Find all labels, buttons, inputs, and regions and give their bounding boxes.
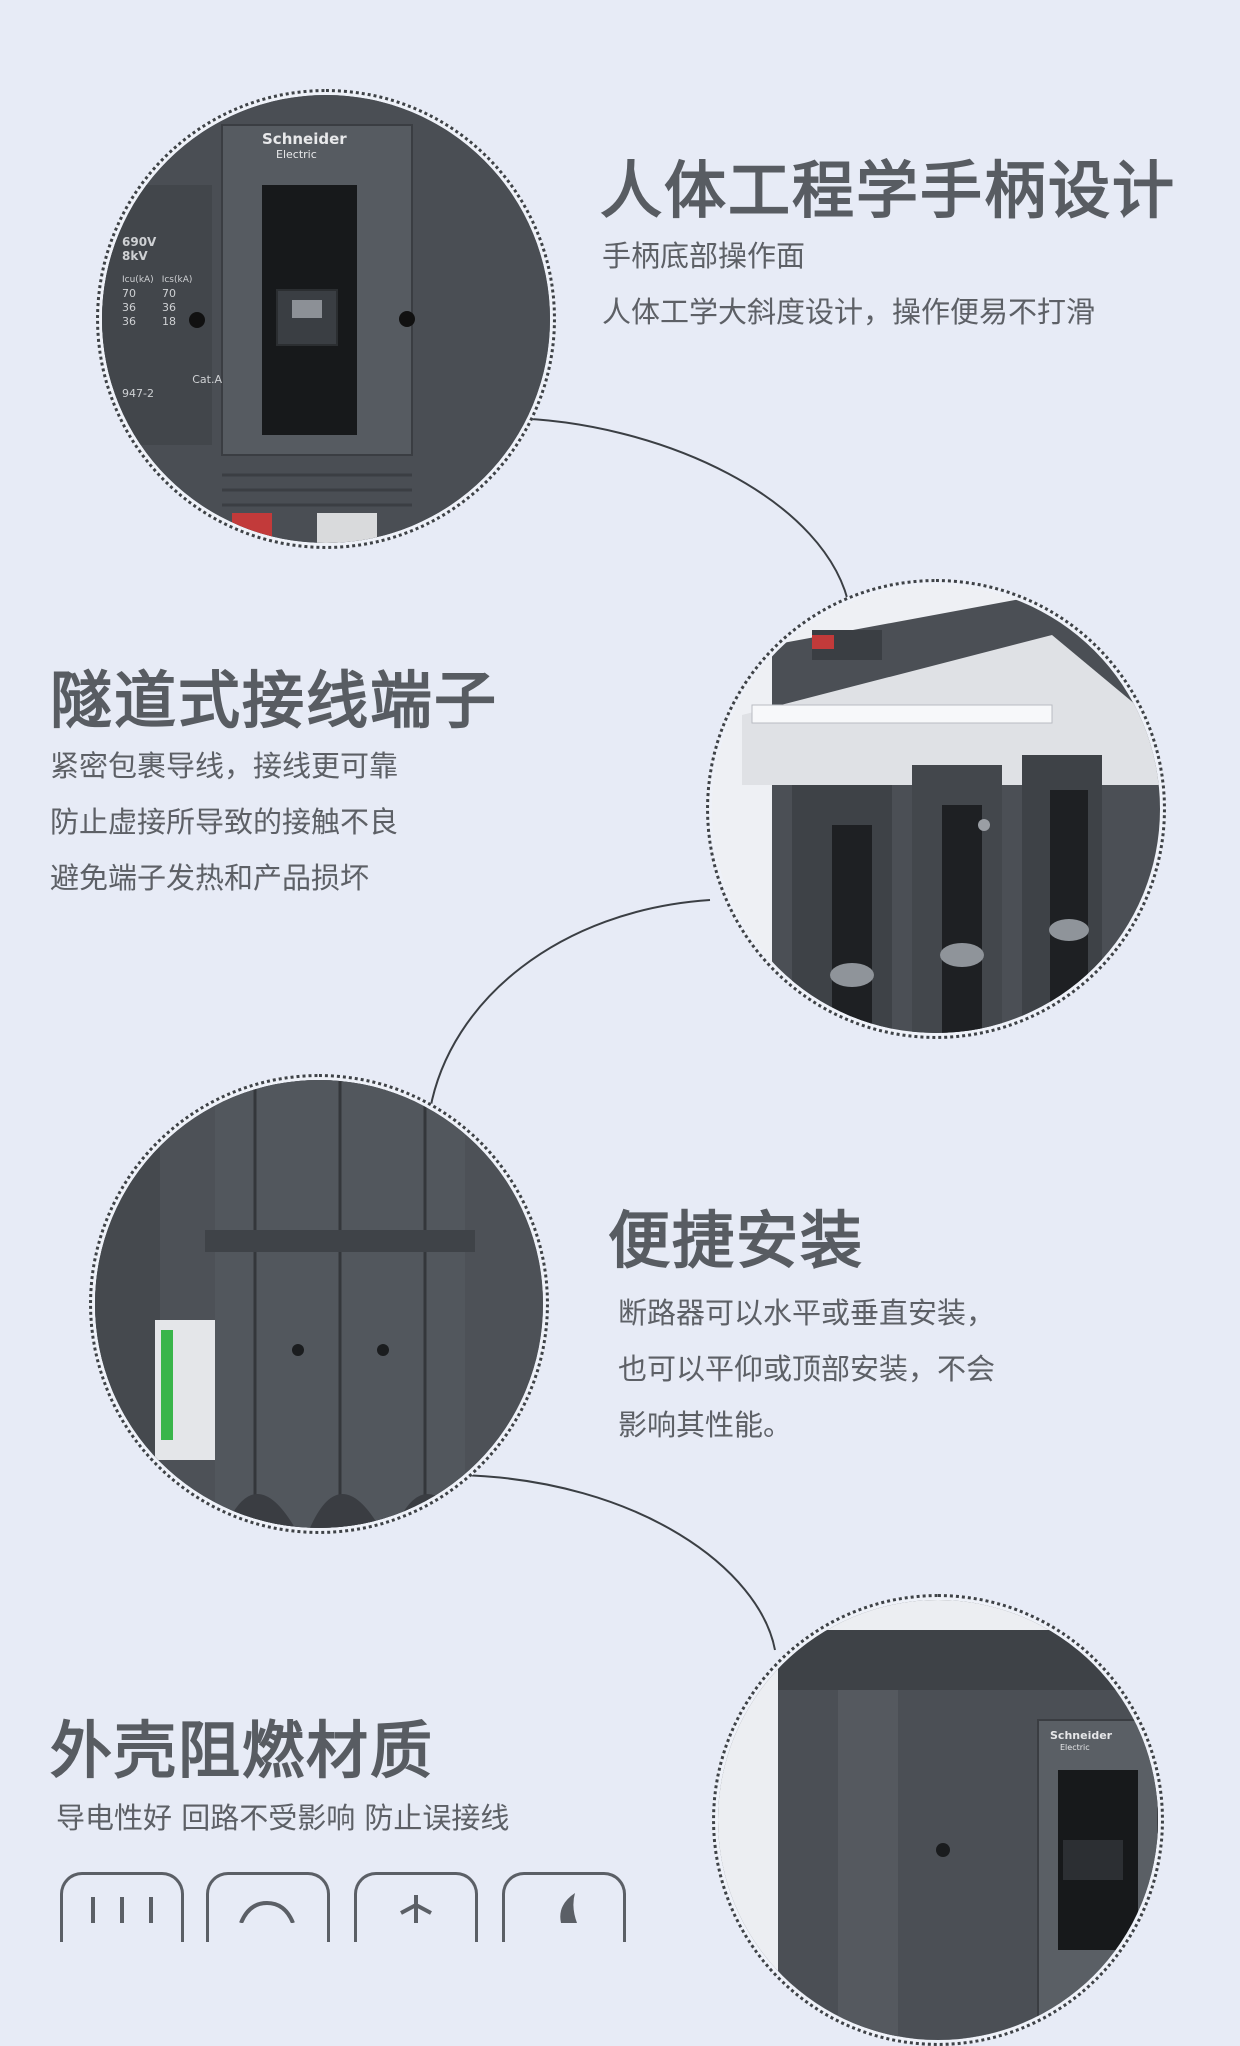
section-3-line-3: 影响其性能。 bbox=[618, 1408, 793, 1442]
section-1-description: 手柄底部操作面 人体工学大斜度设计，操作便易不打滑 bbox=[602, 228, 1095, 340]
mounting-illustration bbox=[95, 1080, 543, 1528]
section-3-line-1: 断路器可以水平或垂直安装， bbox=[618, 1296, 996, 1330]
mounting-photo bbox=[95, 1080, 543, 1528]
connector-3 bbox=[459, 1474, 776, 1651]
handle-illustration bbox=[102, 95, 550, 543]
terminal-icon bbox=[60, 1872, 184, 1942]
section-4-description: 导电性好 回路不受影响 防止误接线 bbox=[56, 1790, 509, 1846]
section-2-description: 紧密包裹导线，接线更可靠 防止虚接所导致的接触不良 避免端子发热和产品损坏 bbox=[50, 738, 398, 906]
section-2-line-1: 紧密包裹导线，接线更可靠 bbox=[50, 749, 399, 783]
section-2-heading: 隧道式接线端子 bbox=[50, 664, 499, 737]
flame-retardant-icon bbox=[354, 1872, 478, 1942]
connector-1 bbox=[504, 417, 851, 611]
housing-brand-logo: Schneider Electric bbox=[1050, 1729, 1113, 1753]
flame-icon bbox=[502, 1872, 626, 1942]
brand-logo: Schneider Electric bbox=[262, 130, 347, 161]
section-4-line-1: 导电性好 回路不受影响 防止误接线 bbox=[56, 1801, 510, 1835]
section-3-line-2: 也可以平仰或顶部安装，不会 bbox=[618, 1352, 996, 1386]
section-1-line-1: 手柄底部操作面 bbox=[602, 239, 806, 273]
section-3-heading: 便捷安装 bbox=[608, 1204, 865, 1277]
section-1-heading: 人体工程学手柄设计 bbox=[600, 154, 1177, 227]
connector-2 bbox=[429, 899, 711, 1111]
connector-lines bbox=[429, 417, 851, 1651]
terminal-photo bbox=[712, 585, 1160, 1033]
section-3-description: 断路器可以水平或垂直安装， 也可以平仰或顶部安装，不会 影响其性能。 bbox=[618, 1285, 995, 1453]
housing-illustration bbox=[718, 1600, 1158, 2040]
circuit-icon bbox=[206, 1872, 330, 1942]
terminal-illustration bbox=[712, 585, 1160, 1033]
handle-photo: Schneider Electric 690V 8kV Icu(kA)Ics(k… bbox=[102, 95, 550, 543]
product-detail-page: Schneider Electric 690V 8kV Icu(kA)Ics(k… bbox=[50, 89, 1177, 2046]
section-2-line-3: 避免端子发热和产品损坏 bbox=[50, 861, 370, 895]
section-2-line-2: 防止虚接所导致的接触不良 bbox=[50, 805, 399, 839]
section-4-heading: 外壳阻燃材质 bbox=[50, 1714, 435, 1787]
section-1-line-2: 人体工学大斜度设计，操作便易不打滑 bbox=[602, 295, 1096, 329]
housing-photo: Schneider Electric bbox=[718, 1600, 1158, 2040]
